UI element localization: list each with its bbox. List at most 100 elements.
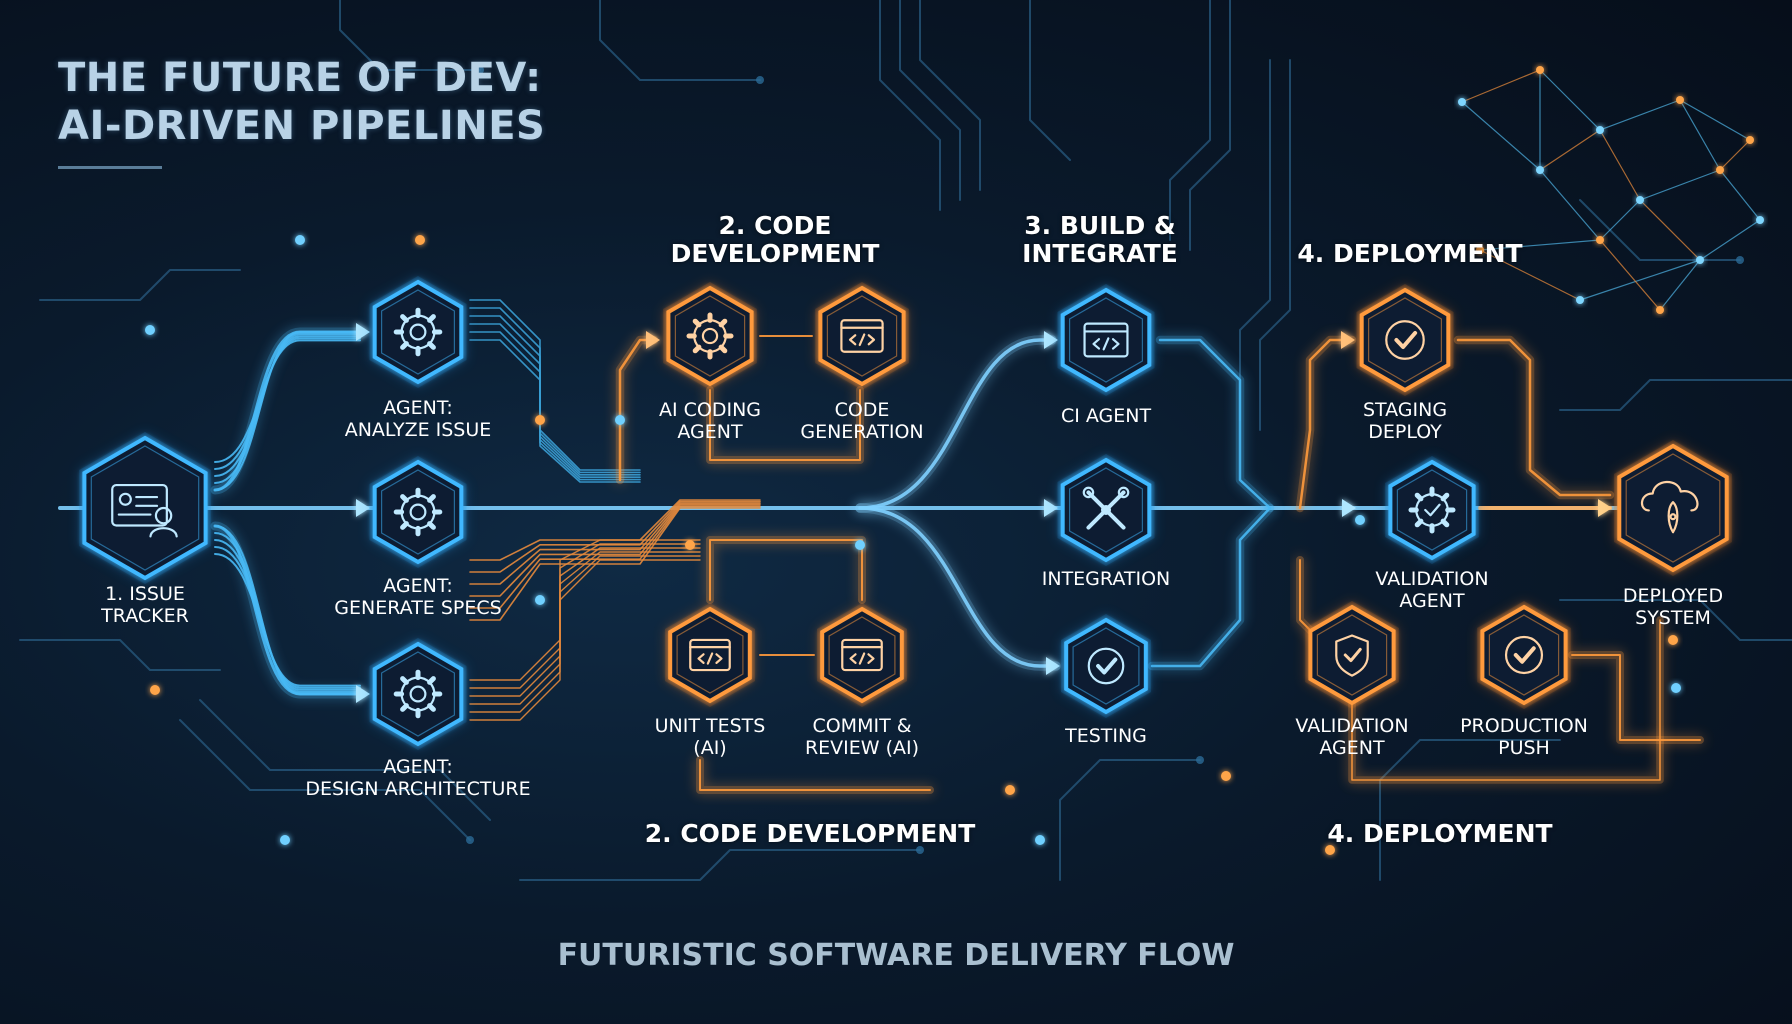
node-label-line: INTEGRATION xyxy=(1041,568,1171,590)
network-node xyxy=(1676,96,1684,104)
arrowhead-icon xyxy=(646,331,660,349)
node-label-line: 1. ISSUE xyxy=(105,583,185,605)
node-hexagon xyxy=(82,435,208,581)
stage-label-code-development-bottom: 2. CODE DEVELOPMENT xyxy=(640,820,980,848)
node-hexagon xyxy=(372,459,464,565)
bundle-trace xyxy=(469,299,641,471)
network-edge xyxy=(1679,99,1751,141)
connector-to-ai-coding xyxy=(618,338,656,482)
shield-check-icon xyxy=(1335,634,1369,677)
node-label-line: TESTING xyxy=(1065,725,1147,747)
network-edge xyxy=(1719,139,1751,171)
node-hexagon-inner xyxy=(1367,297,1443,383)
network-node xyxy=(1476,246,1484,254)
node-integration xyxy=(1057,454,1155,566)
fan-trace-architecture xyxy=(214,553,361,687)
network-edge xyxy=(1579,259,1701,301)
stage-label-build-integrate: 3. BUILD & INTEGRATE xyxy=(990,212,1210,268)
code-window-icon xyxy=(1083,322,1129,358)
node-hexagon-inner xyxy=(1625,453,1721,563)
network-node xyxy=(1696,256,1704,264)
bundle-trace-orange xyxy=(469,507,761,621)
trace-dot xyxy=(1325,845,1335,855)
network-edge xyxy=(1599,239,1661,311)
network-edge xyxy=(1479,249,1581,301)
node-label-design-architecture: AGENT:DESIGN ARCHITECTURE xyxy=(305,756,530,800)
node-hexagon xyxy=(1359,287,1451,393)
trace-dot xyxy=(535,595,545,605)
network-edge xyxy=(1599,99,1681,131)
network-edge xyxy=(1539,129,1601,171)
network-edge xyxy=(1659,259,1701,311)
connector-coding-loop xyxy=(709,389,861,461)
node-hexagon-inner xyxy=(676,616,744,694)
trace-dot xyxy=(1005,785,1015,795)
trace-dot xyxy=(145,325,155,335)
network-node xyxy=(1756,216,1764,224)
trace-dot xyxy=(280,835,290,845)
network-edge xyxy=(1539,69,1601,131)
gear-icon xyxy=(393,307,443,357)
arrowhead-icon xyxy=(1598,499,1612,517)
node-label-integration: INTEGRATION xyxy=(1042,568,1170,590)
beam-to-testing xyxy=(858,506,1058,668)
node-hexagon xyxy=(1480,604,1568,706)
node-ai-coding-agent xyxy=(663,282,757,390)
arrowhead-icon xyxy=(356,685,370,703)
title-line-2: AI-DRIVEN PIPELINES xyxy=(58,103,546,149)
arrowhead-icon xyxy=(356,323,370,341)
trace-dot xyxy=(855,540,865,550)
network-node xyxy=(1636,196,1644,204)
node-label-line: UNIT TESTS xyxy=(654,715,766,737)
cloud-rocket-icon xyxy=(1640,480,1699,534)
trace-dot xyxy=(615,415,625,425)
trace-dot xyxy=(1221,771,1231,781)
gear-icon xyxy=(393,669,443,719)
node-ci-agent xyxy=(1057,284,1155,396)
trace-dot xyxy=(415,235,425,245)
network-edge xyxy=(1461,69,1541,103)
node-label-line: CI AGENT xyxy=(1060,405,1152,427)
node-hexagon xyxy=(372,641,464,747)
connector-to-staging xyxy=(1298,338,1354,510)
gear-check-icon xyxy=(1408,486,1456,534)
network-edge xyxy=(1479,239,1601,251)
stage-label-line: DEVELOPMENT xyxy=(670,239,880,268)
trace-dot xyxy=(1671,683,1681,693)
bundle-trace-orange xyxy=(469,504,761,597)
node-validation-agent-mid xyxy=(1385,456,1479,564)
node-validation-agent-low xyxy=(1305,601,1399,709)
node-hexagon-inner xyxy=(1068,467,1144,553)
connector-unit-commit-loop xyxy=(709,539,863,601)
connector-to-staging xyxy=(1295,335,1357,513)
arrowhead-icon xyxy=(1342,499,1356,517)
network-node xyxy=(1656,306,1664,314)
bundle-trace-orange xyxy=(469,539,701,681)
node-design-architecture xyxy=(369,638,467,750)
node-hexagon xyxy=(1388,459,1476,561)
connector-unit-commit-loop xyxy=(706,536,866,604)
node-deployed-system xyxy=(1614,440,1732,576)
node-label-line: PRODUCTION xyxy=(1460,715,1588,737)
background-circuit xyxy=(19,0,1792,881)
connector-deploy-loop xyxy=(1351,619,1661,781)
bundle-trace xyxy=(469,331,641,481)
node-hexagon xyxy=(372,279,464,385)
code-window-icon xyxy=(841,638,883,672)
stage-label-line: 4. DEPLOYMENT xyxy=(1297,239,1523,268)
stage-label-deployment-top: 4. DEPLOYMENT xyxy=(1290,240,1530,268)
bundle-trace xyxy=(469,323,641,478)
network-edge xyxy=(1719,169,1761,221)
ci-to-main xyxy=(1158,338,1272,510)
pipeline-nodes xyxy=(79,276,1732,750)
node-label-line: GENERATE SPECS xyxy=(334,597,502,619)
stage-label-line: 4. DEPLOYMENT xyxy=(1327,819,1553,848)
node-hexagon-inner xyxy=(1072,627,1140,705)
network-edge xyxy=(1599,199,1641,241)
title-line-1: THE FUTURE OF DEV: xyxy=(58,55,542,101)
connector-production-out xyxy=(1568,651,1704,744)
